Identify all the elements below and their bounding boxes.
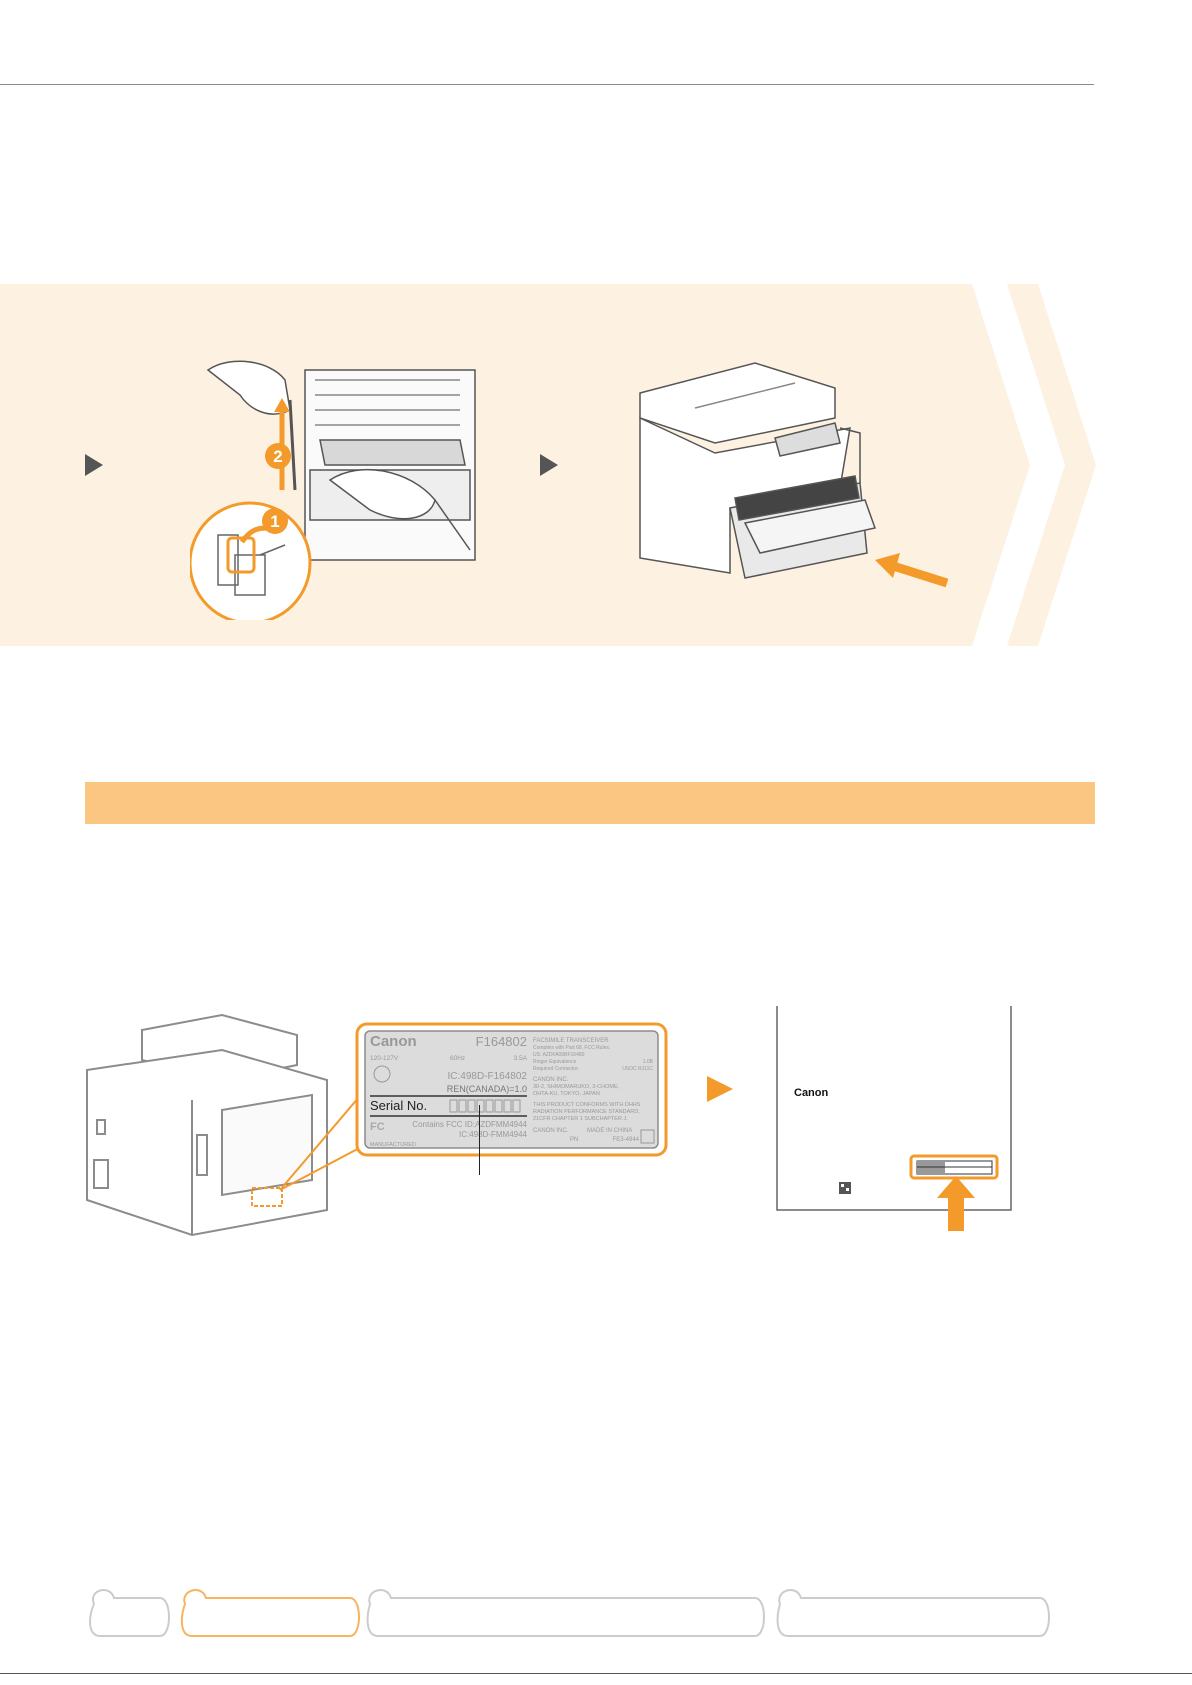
chapter-nav bbox=[89, 1589, 1050, 1637]
nav-tab-4 bbox=[776, 1589, 1050, 1637]
label-serial: Serial No. bbox=[370, 1098, 427, 1113]
label-made-in: MADE IN CHINA bbox=[587, 1128, 632, 1134]
label-pn: PN bbox=[570, 1137, 578, 1143]
label-manufactured: MANUFACTURED bbox=[370, 1142, 416, 1148]
step-one-number: 1 bbox=[270, 512, 279, 531]
card-brand: Canon bbox=[794, 1087, 829, 1099]
label-made-company: CANON INC. bbox=[533, 1128, 569, 1134]
label-conform-1: THIS PRODUCT CONFORMS WITH DHHS bbox=[533, 1102, 641, 1108]
label-frequency: 60Hz bbox=[450, 1055, 465, 1062]
zoom-inset bbox=[190, 501, 312, 620]
label-right-ringer: Ringer Equivalence bbox=[533, 1059, 577, 1065]
serial-pointer-line bbox=[479, 1105, 480, 1175]
label-voltage: 120-127V bbox=[370, 1055, 399, 1062]
header-rule bbox=[0, 84, 1094, 85]
label-ic-contains: IC:498D-FMM4944 bbox=[459, 1130, 528, 1139]
label-fcc-contains: Contains FCC ID:AZDFMM4944 bbox=[412, 1120, 527, 1129]
nav-tab-3 bbox=[366, 1589, 765, 1637]
step-band bbox=[0, 284, 1096, 646]
label-current: 3.5A bbox=[514, 1055, 528, 1062]
footer-rule bbox=[0, 1673, 1192, 1674]
label-address-1: 30-2, SHIMOMARUKO, 3-CHOME, bbox=[533, 1084, 620, 1090]
label-right-comply: Complies with Part 68, FCC Rules. bbox=[533, 1045, 610, 1051]
label-right-connector: Required Connector: bbox=[533, 1066, 579, 1072]
printer-drawer-illustration bbox=[639, 362, 949, 588]
label-ic: IC:498D-F164802 bbox=[448, 1071, 528, 1082]
svg-text:FC: FC bbox=[370, 1121, 385, 1133]
label-right-title: FACSIMILE TRANSCEIVER bbox=[533, 1038, 609, 1044]
lever-illustration: 2 1 bbox=[190, 360, 476, 620]
card-up-arrow-icon bbox=[937, 1176, 975, 1231]
section-header-bar bbox=[85, 782, 1095, 824]
label-brand: Canon bbox=[370, 1033, 417, 1050]
nav-tab-2 bbox=[180, 1589, 360, 1637]
label-canada: REN(CANADA)=1.0 bbox=[447, 1084, 527, 1094]
step-two-number: 2 bbox=[273, 447, 282, 466]
warranty-card: Canon bbox=[776, 1006, 1012, 1211]
step-arrow-icon bbox=[85, 454, 103, 476]
label-conform-2: RADIATION PERFORMANCE STANDARD, bbox=[533, 1109, 640, 1115]
label-address-2: OHTA-KU, TOKYO, JAPAN bbox=[533, 1091, 600, 1097]
nav-tab-1 bbox=[89, 1589, 170, 1637]
label-connector-value: USOC RJ11C bbox=[622, 1066, 653, 1072]
label-ringer-value: 1.0B bbox=[643, 1059, 654, 1065]
label-conform-3: 21CFR CHAPTER 1 SUBCHAPTER J. bbox=[533, 1116, 628, 1122]
callout-lines bbox=[279, 1089, 366, 1191]
step-one-badge bbox=[262, 508, 288, 534]
label-pn-code: FE3-4944 bbox=[613, 1137, 640, 1143]
rating-label: Canon F164802 120-127V 60Hz 3.5A IC:498D… bbox=[355, 1022, 668, 1157]
printer-rear-illustration bbox=[86, 1013, 328, 1237]
step-two-badge bbox=[265, 443, 291, 469]
next-arrow-icon bbox=[707, 1076, 733, 1102]
step-arrow-icon bbox=[540, 454, 558, 476]
label-company: CANON INC. bbox=[533, 1077, 569, 1083]
label-model: F164802 bbox=[476, 1034, 527, 1049]
label-right-us: US: AZDFA06BF16480 bbox=[533, 1052, 585, 1058]
